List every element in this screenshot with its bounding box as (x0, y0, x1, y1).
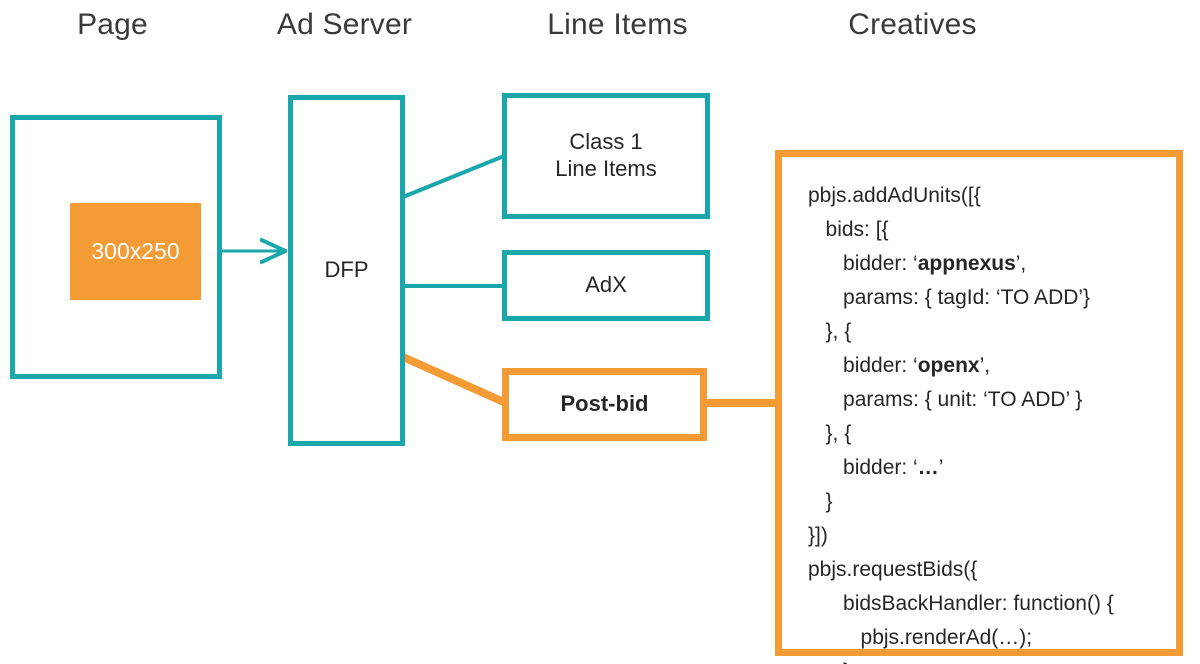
code-line: pbjs.addAdUnits([{ (808, 184, 981, 207)
node-post-bid-label: Post-bid (560, 391, 649, 417)
code-line: } (808, 655, 1114, 664)
code-line: }]) (808, 524, 828, 547)
code-line: bidder: ‘appnexus’, (843, 252, 1027, 275)
column-header-ad-server: Ad Server (276, 8, 413, 41)
code-line: bidder: ‘…’ (843, 456, 944, 479)
code-line: } (825, 490, 833, 513)
node-dfp-label: DFP (324, 257, 369, 283)
prebid-code-snippet: pbjs.addAdUnits([{ bids: [{ bidder: ‘app… (808, 179, 1114, 664)
code-line: params: { tagId: ‘TO ADD’} (843, 286, 1091, 309)
code-line: bids: [{ (825, 218, 889, 241)
code-line: }, { (825, 422, 852, 445)
node-adx-label: AdX (585, 272, 627, 298)
ad-slot-300x250: 300x250 (70, 203, 201, 300)
node-post-bid[interactable]: Post-bid (502, 368, 707, 441)
code-line: bidsBackHandler: function() { (843, 592, 1114, 615)
column-header-page: Page (77, 8, 148, 41)
code-line: pbjs.renderAd(…); (860, 626, 1033, 649)
code-line: pbjs.requestBids({ (808, 558, 978, 581)
node-class1-line-items-label: Class 1 Line Items (555, 129, 657, 181)
code-line: }, { (825, 320, 852, 343)
ad-slot-label: 300x250 (91, 238, 180, 264)
connector-dfp-to-postbid (401, 353, 508, 407)
creative-code-box: pbjs.addAdUnits([{ bids: [{ bidder: ‘app… (775, 150, 1183, 664)
column-header-line-items: Line Items (547, 8, 688, 41)
node-dfp[interactable]: DFP (288, 95, 405, 446)
node-class1-line-items[interactable]: Class 1 Line Items (502, 93, 710, 219)
connector-dfp-to-class1 (402, 154, 505, 199)
code-line: params: { unit: ‘TO ADD’ } (843, 388, 1083, 411)
node-adx[interactable]: AdX (502, 250, 710, 321)
column-header-creatives: Creatives (848, 8, 977, 41)
code-line: bidder: ‘openx’, (843, 354, 991, 377)
